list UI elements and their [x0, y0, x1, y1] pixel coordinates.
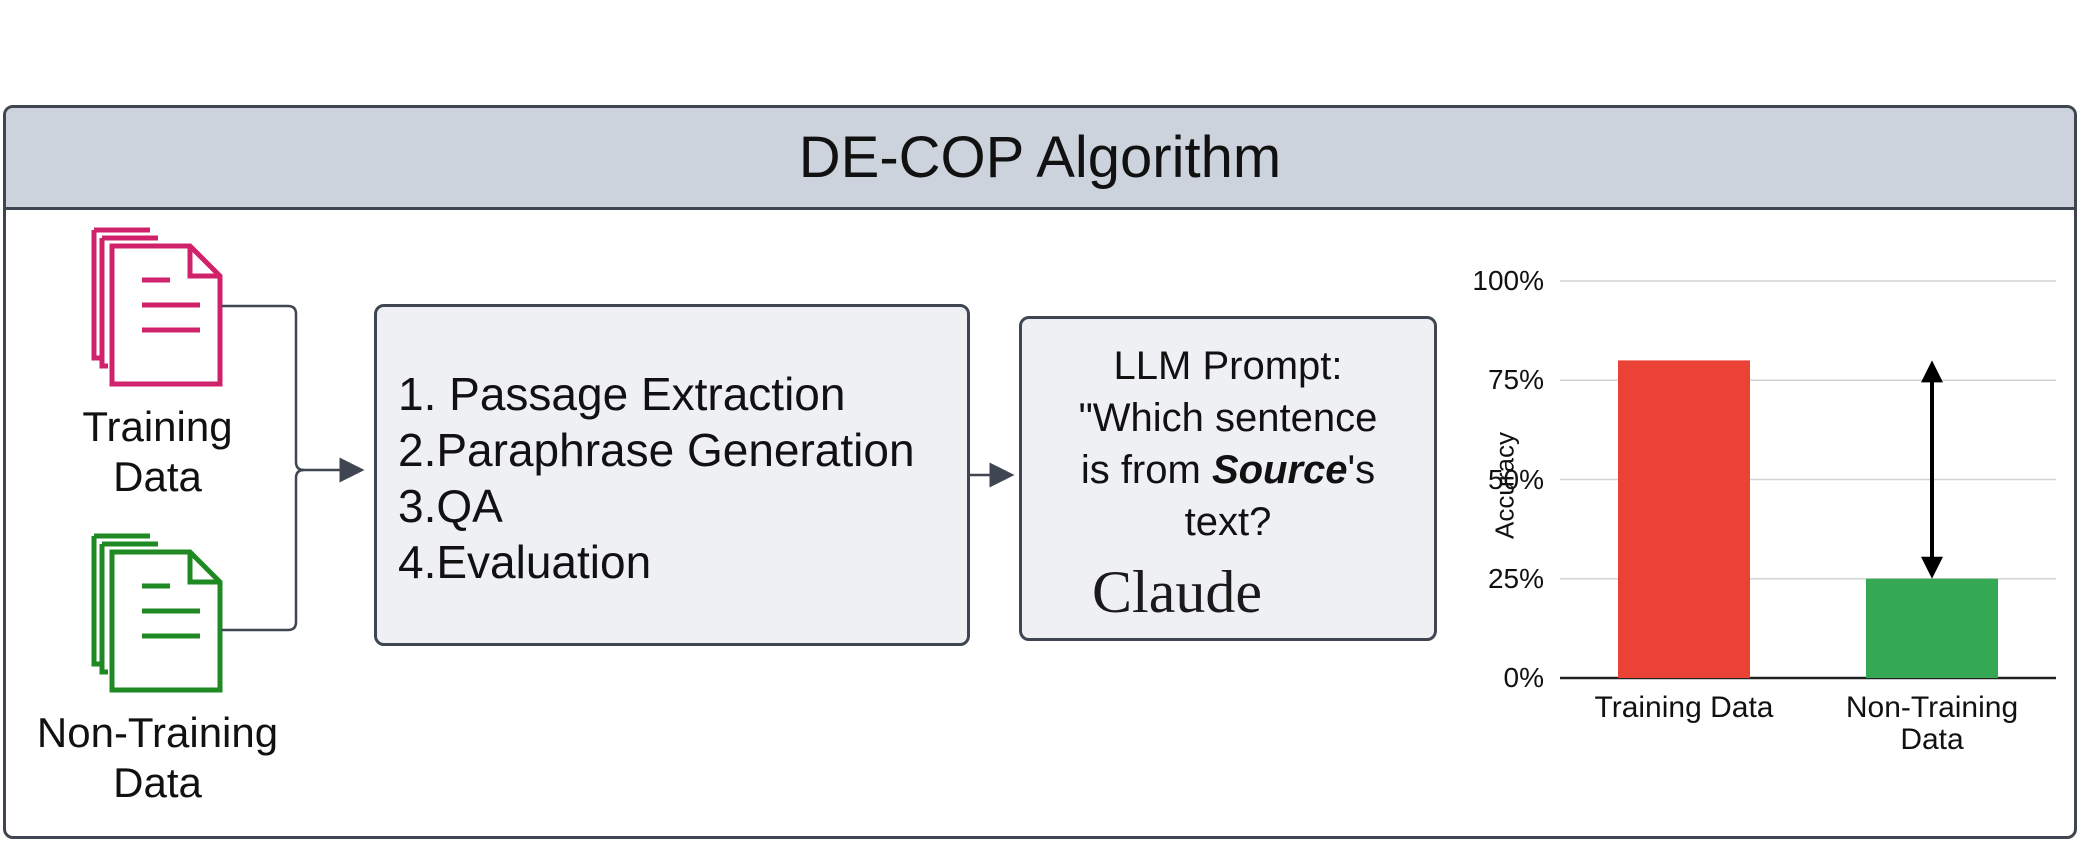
non-training-data-label-line2: Data: [113, 759, 202, 806]
llm-prompt-box: [1019, 316, 1437, 641]
training-data-label-line2: Data: [113, 453, 202, 500]
panel-header: DE-COP Algorithm: [6, 108, 2074, 210]
chart-y-tick-label: 100%: [1472, 265, 1544, 296]
prompt-line-4: text?: [1184, 500, 1272, 544]
prompt-line-3-post: 's: [1347, 448, 1376, 492]
chart-y-tick-label: 50%: [1487, 463, 1544, 495]
llm-prompt-text: LLM Prompt: "Which sentence is from Sour…: [1023, 340, 1433, 548]
merge-connector: [222, 304, 365, 632]
page-title: DE-COP Algorithm: [798, 125, 1282, 190]
training-data-label-line1: Training: [82, 403, 233, 450]
chart-bar-training-data: [1618, 360, 1750, 678]
chart-category-label-line: Training Data: [1594, 691, 1774, 724]
non-training-data-label: Non-Training Data: [10, 708, 305, 808]
non-training-data-document-icon: [91, 533, 223, 693]
step-paraphrase-generation: 2.Paraphrase Generation: [398, 424, 915, 476]
chart-y-tick-label: 0%: [1503, 662, 1544, 693]
prompt-line-2: "Which sentence: [1078, 396, 1378, 440]
accuracy-chart: [1560, 280, 2056, 680]
prompt-source-emphasis: Source: [1211, 448, 1348, 492]
chart-category-label: Training Data: [1574, 692, 1794, 724]
training-data-label: Training Data: [40, 402, 275, 502]
prompt-line-3: is from Source's: [1023, 444, 1433, 496]
step-evaluation: 4.Evaluation: [398, 536, 652, 588]
claude-logo-text: Claude: [1092, 559, 1262, 625]
prompt-line-1: LLM Prompt:: [1113, 344, 1343, 388]
non-training-data-label-line1: Non-Training: [36, 709, 279, 756]
chart-gap-arrow-head: [1921, 556, 1943, 579]
chart-y-tick-label: 75%: [1487, 364, 1544, 396]
prompt-line-3-pre: is from: [1080, 448, 1212, 492]
step-qa: 3.QA: [398, 480, 503, 532]
chart-category-label-line: Data: [1900, 723, 1964, 756]
chart-gap-arrow-head: [1921, 360, 1943, 383]
chart-bar-non-training-data: [1866, 578, 1998, 678]
pipeline-steps-list: 1. Passage Extraction 2.Paraphrase Gener…: [398, 366, 915, 590]
step-passage-extraction: 1. Passage Extraction: [398, 368, 846, 420]
training-data-document-icon: [91, 227, 223, 387]
chart-category-label-line: Non-Training: [1845, 691, 2019, 724]
chart-y-tick-label: 25%: [1487, 562, 1544, 594]
pipeline-steps-box: [374, 304, 970, 646]
